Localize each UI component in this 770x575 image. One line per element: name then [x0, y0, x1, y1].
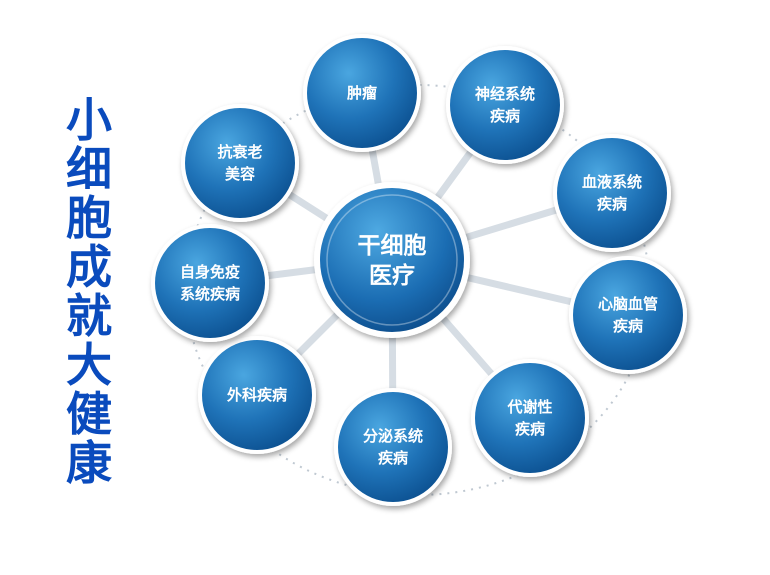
- node-label-line: 疾病: [490, 107, 520, 125]
- node-circle: [475, 363, 585, 473]
- node-circle: [573, 260, 683, 370]
- node-surgical: 外科疾病: [198, 336, 316, 454]
- side-title-char: 成: [66, 240, 112, 294]
- node-label-line: 抗衰老: [217, 143, 262, 161]
- node-label-line: 代谢性: [506, 398, 552, 416]
- node-label-line: 自身免疫: [180, 263, 240, 281]
- side-title-char: 大: [66, 338, 112, 392]
- node-circle: [450, 50, 560, 160]
- node-circle: [155, 228, 265, 338]
- node-label-line: 血液系统: [582, 173, 642, 191]
- node-label-line: 疾病: [515, 420, 545, 438]
- node-circle: [557, 138, 667, 248]
- node-label-line: 疾病: [613, 317, 643, 335]
- side-title-char: 康: [66, 436, 112, 490]
- node-label-line: 美容: [225, 165, 255, 183]
- node-label-line: 疾病: [378, 449, 408, 467]
- hub-inner-ring: [326, 194, 458, 326]
- node-circle: [185, 108, 295, 218]
- side-title-char: 小: [66, 93, 112, 147]
- node-label-line: 医疗: [369, 262, 415, 289]
- side-title-char: 细: [66, 142, 112, 196]
- node-label-line: 神经系统: [475, 85, 535, 103]
- side-title: 小 细 胞 成 就 大 健 康: [58, 96, 120, 488]
- node-label-line: 分泌系统: [363, 427, 423, 445]
- node-label-line: 肿瘤: [347, 84, 377, 102]
- node-tumor: 肿瘤: [303, 34, 421, 152]
- node-label-line: 疾病: [597, 195, 627, 213]
- side-title-char: 就: [66, 289, 112, 343]
- node-label-line: 外科疾病: [226, 386, 287, 404]
- node-label-line: 心脑血管: [598, 295, 658, 313]
- node-circle: [307, 38, 417, 148]
- node-circle: [338, 392, 448, 502]
- hub-circle: [320, 188, 464, 332]
- side-title-char: 胞: [66, 191, 112, 245]
- node-label-line: 系统疾病: [180, 285, 240, 303]
- node-label-line: 干细胞: [358, 232, 427, 259]
- node-circle: [202, 340, 312, 450]
- side-title-char: 健: [66, 387, 112, 441]
